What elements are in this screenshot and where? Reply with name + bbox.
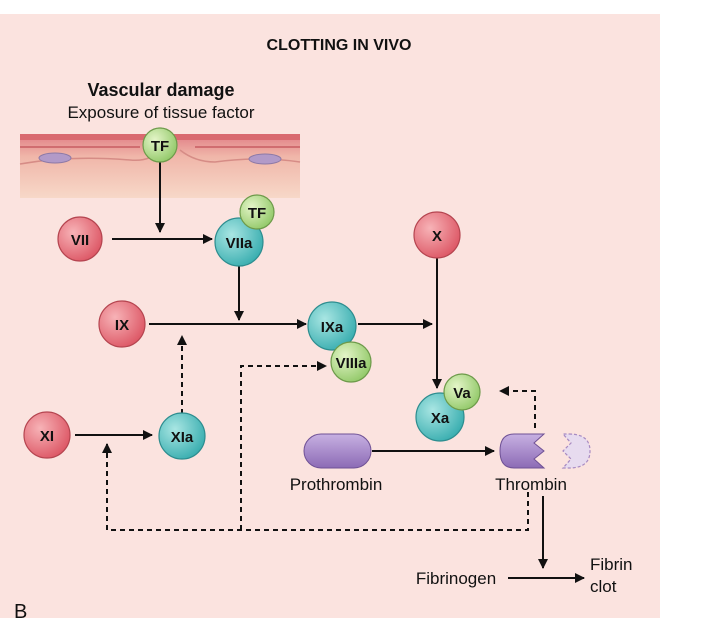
prothrombin-label: Prothrombin — [290, 475, 383, 494]
subtitle-bold: Vascular damage — [87, 80, 234, 100]
node-viia-label: VIIa — [226, 235, 253, 252]
subtitle: Exposure of tissue factor — [67, 103, 254, 122]
feedback-thrombin-to-xi — [102, 443, 529, 531]
thrombin-shape — [499, 433, 591, 469]
node-xi: XI — [23, 411, 71, 459]
node-vii: VII — [57, 216, 103, 262]
node-xia-label: XIa — [171, 429, 194, 446]
feedback-thrombin-to-va — [499, 386, 536, 428]
prothrombin-shape — [303, 433, 372, 469]
feedback-arrows — [102, 335, 536, 531]
node-ix: IX — [98, 300, 146, 348]
fibrin-label-line2: clot — [590, 577, 617, 596]
arrows — [75, 160, 585, 583]
node-va: Va — [443, 373, 481, 411]
node-viiia: VIIIa — [330, 341, 372, 383]
node-tf-vessel-label: TF — [151, 138, 169, 155]
node-tf-viia-label: TF — [248, 205, 266, 222]
node-tf-vessel: TF — [142, 127, 178, 163]
node-xi-label: XI — [40, 428, 54, 445]
thrombin-label: Thrombin — [495, 475, 567, 494]
node-xa-label: Xa — [431, 410, 450, 427]
node-x: X — [413, 211, 461, 259]
node-tf-viia: TF — [239, 194, 275, 230]
node-x-label: X — [432, 228, 442, 245]
node-ix-label: IX — [115, 317, 129, 334]
node-viia: VIIa — [214, 217, 264, 267]
diagram-title: CLOTTING IN VIVO — [267, 37, 412, 54]
fibrinogen-label: Fibrinogen — [416, 569, 496, 588]
node-ixa-label: IXa — [321, 319, 344, 336]
fibrin-label-line1: Fibrin — [590, 555, 633, 574]
node-xia: XIa — [158, 412, 206, 460]
node-va-label: Va — [453, 385, 471, 402]
feedback-thrombin-to-viiia — [240, 361, 327, 530]
panel-letter: B — [14, 601, 27, 618]
node-vii-label: VII — [71, 232, 89, 249]
node-viiia-label: VIIIa — [336, 355, 368, 372]
node-ixa: IXa — [307, 301, 357, 351]
